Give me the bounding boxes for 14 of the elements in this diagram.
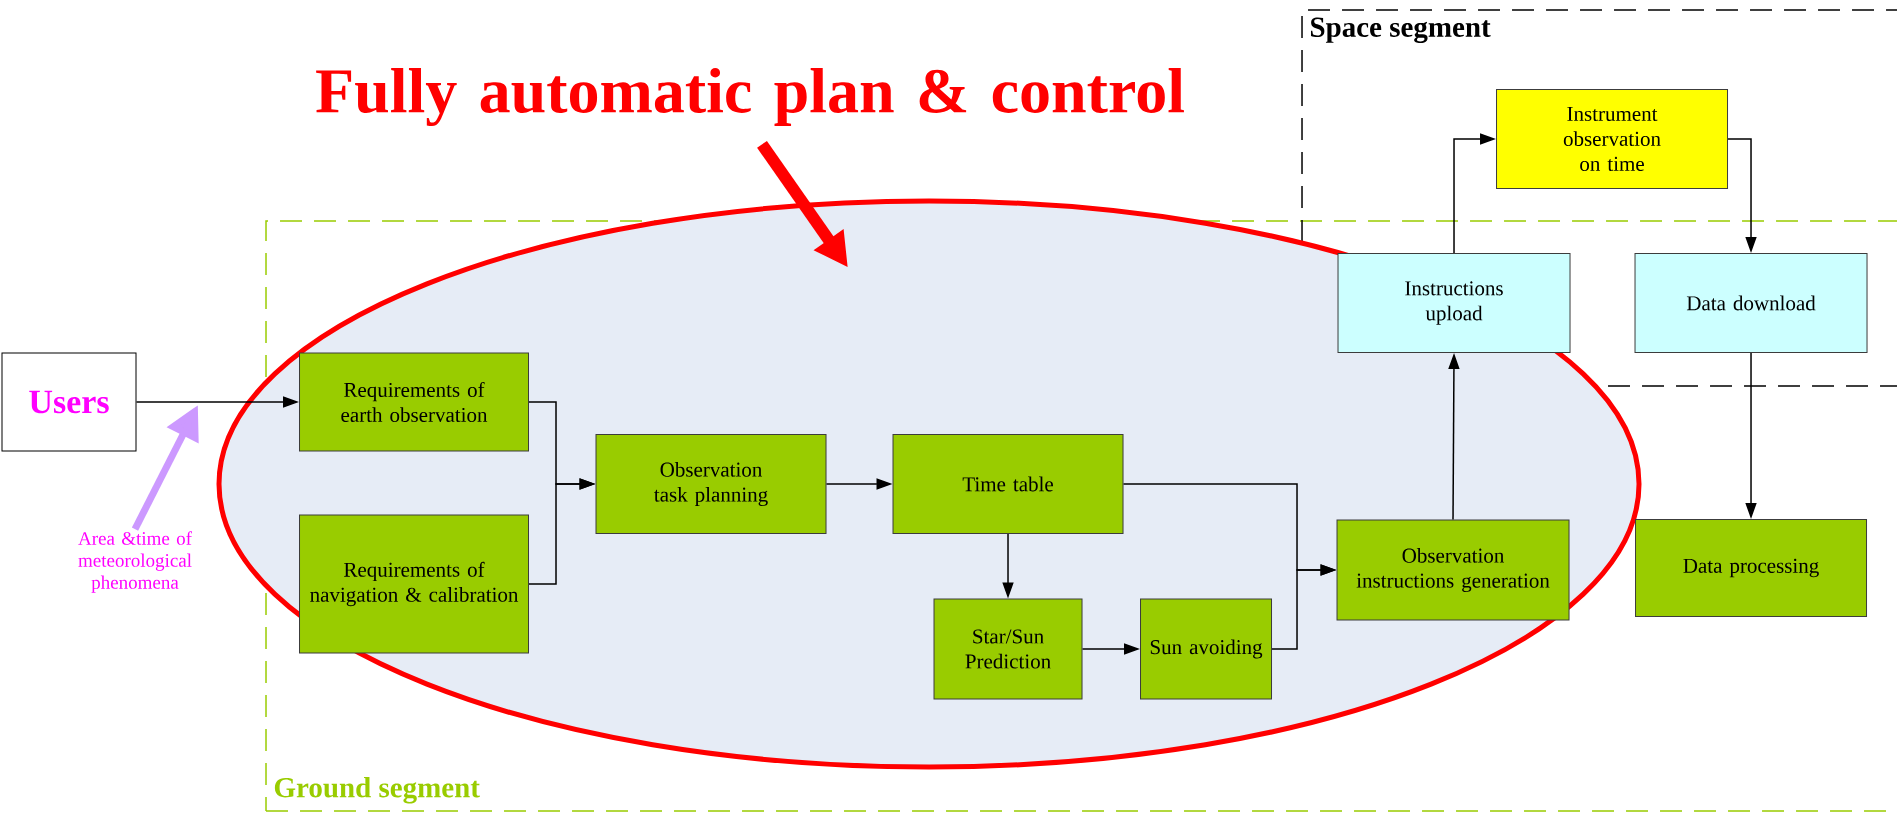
process-box: Data download — [1634, 253, 1868, 353]
process-box: Sun avoiding — [1140, 598, 1272, 700]
process-box: Requirements of earth observation — [299, 352, 529, 452]
title-text: Fully automatic plan & control — [316, 67, 1184, 127]
process-box: Instructions upload — [1337, 253, 1571, 353]
process-box: Data processing — [1635, 519, 1867, 617]
process-box: Observation instructions generation — [1336, 519, 1570, 621]
process-box: Observation task planning — [595, 434, 827, 534]
process-box: Star/Sun Prediction — [933, 598, 1083, 700]
process-box: Instrument observation on time — [1496, 89, 1728, 189]
process-box: Requirements of navigation & calibration — [299, 514, 529, 654]
annotation-text: Area &time of meteorological phenomena — [78, 531, 192, 593]
user-box: Users — [1, 352, 137, 452]
process-box: Time table — [892, 434, 1124, 534]
